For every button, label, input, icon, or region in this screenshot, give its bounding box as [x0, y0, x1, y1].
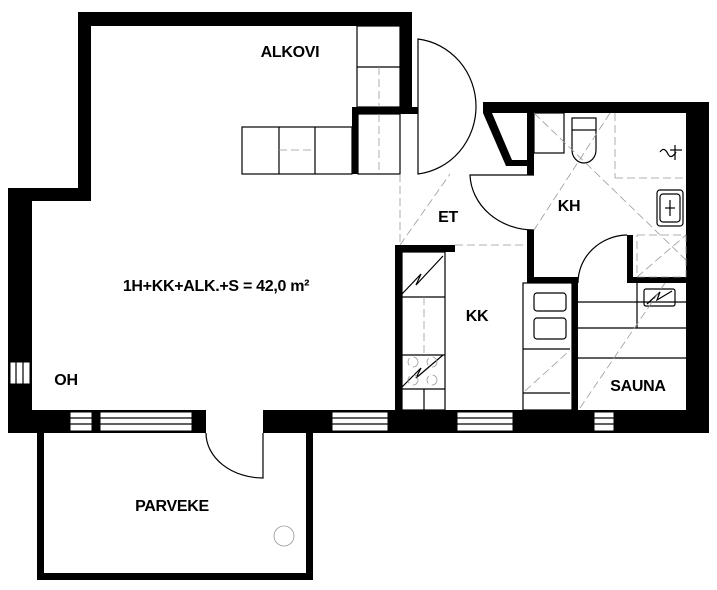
balcony-door-opening: [206, 409, 263, 434]
drain-icon: [273, 525, 295, 547]
room-label-kh: KH: [557, 198, 581, 215]
room-label-et: ET: [438, 209, 458, 226]
room-label-oh: OH: [54, 372, 78, 389]
room-label-alkovi: ALKOVI: [260, 44, 320, 61]
room-label-sauna: SAUNA: [610, 378, 666, 395]
kitchen-fixtures: [399, 173, 573, 411]
doors: [205, 38, 628, 479]
room-label-kk: KK: [465, 308, 489, 325]
walls: [8, 12, 709, 580]
room-label-parveke: PARVEKE: [135, 498, 209, 515]
sauna-fixtures: [578, 282, 686, 409]
windows: [9, 361, 615, 432]
apartment-summary: 1H+KK+ALK.+S = 42,0 m²: [122, 278, 310, 295]
bathroom-fixtures: [533, 112, 687, 278]
closets: [241, 25, 565, 175]
